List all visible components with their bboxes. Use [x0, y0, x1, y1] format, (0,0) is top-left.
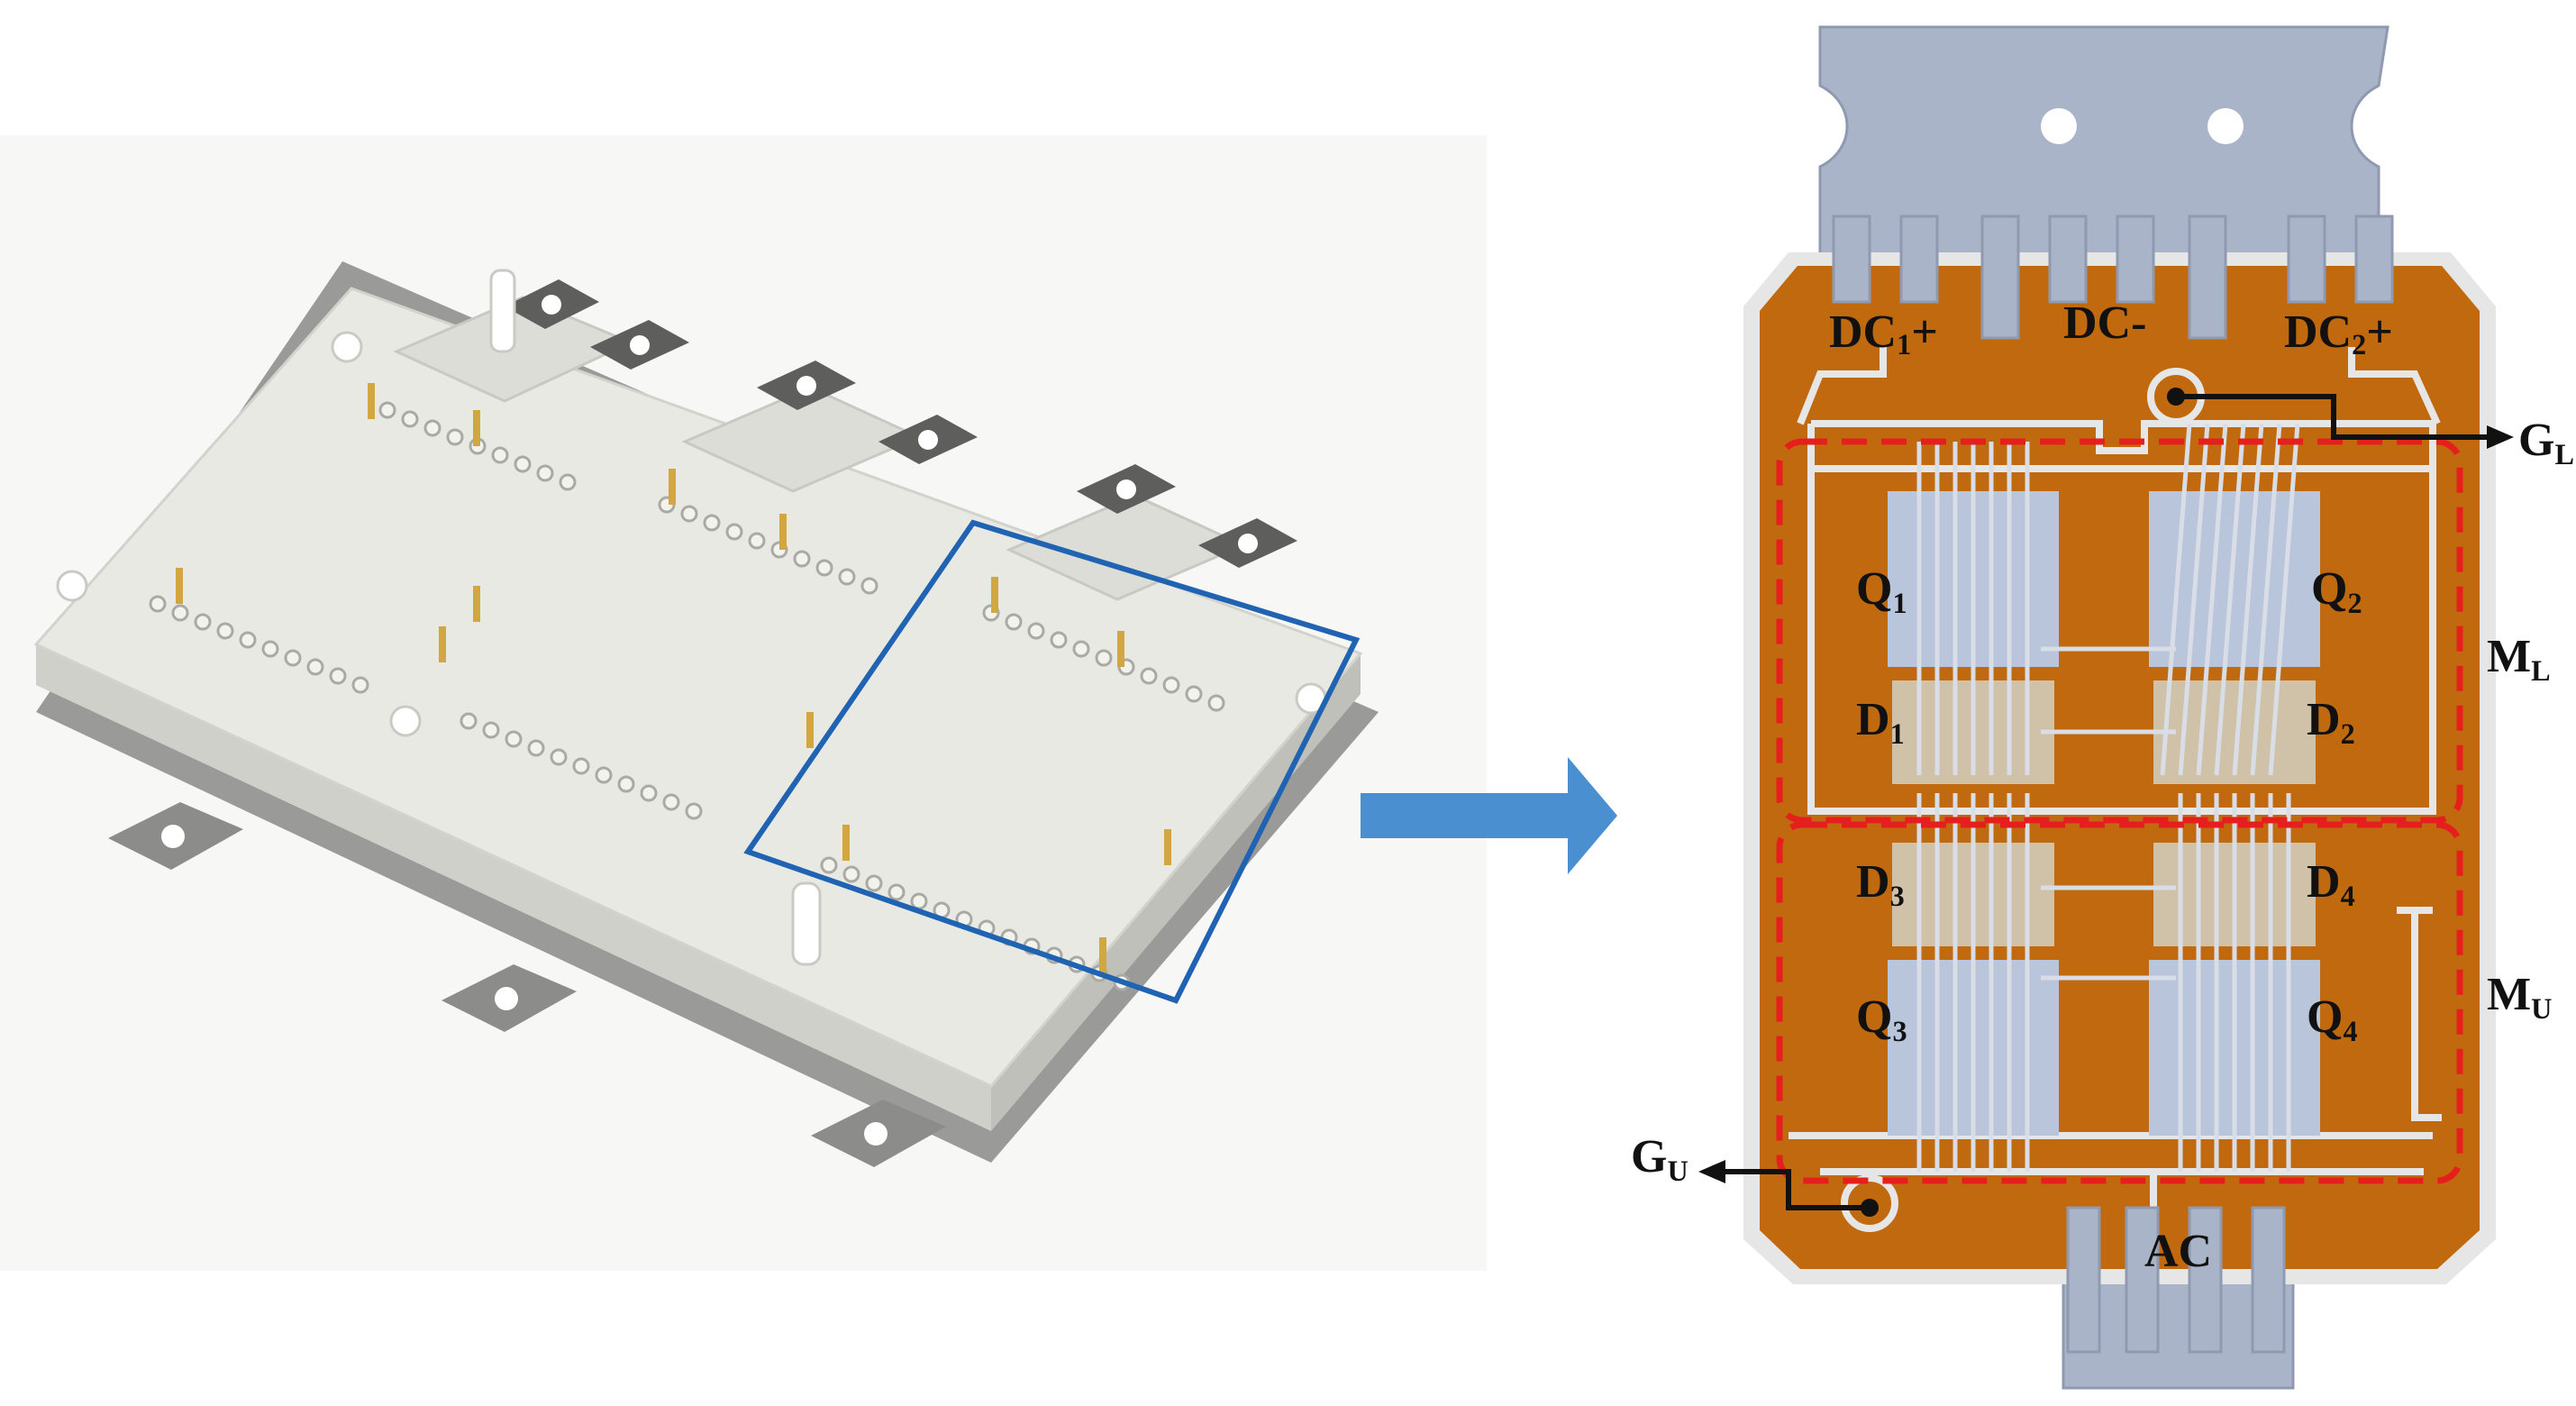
gate-lead-gu: [1725, 1169, 1870, 1210]
label-ml: ML: [2487, 631, 2551, 687]
label-q3: Q3: [1856, 991, 1907, 1047]
gate-lead-gl: [2176, 394, 2487, 440]
mounting-posts: [56, 269, 1327, 966]
gold-pins: [176, 383, 1171, 973]
label-q1: Q1: [1856, 563, 1907, 619]
bottom-terminal-holes: [161, 825, 887, 1146]
module-side-front: [36, 644, 991, 1131]
gate-arrow-gl-icon: [2487, 425, 2514, 449]
label-d4: D4: [2307, 856, 2355, 912]
label-q4: Q4: [2307, 991, 2358, 1047]
label-dc1: DC1+: [1829, 306, 1938, 361]
copper-substrate: [1760, 266, 2480, 1269]
highlighted-submodule-box: [743, 519, 1361, 1004]
label-dc2: DC2+: [2284, 306, 2393, 361]
module-top-face: [33, 287, 1363, 1088]
gate-node-gu: [1861, 1199, 1879, 1217]
dc-terminal-hole-right: [2207, 108, 2244, 144]
top-terminal-holes: [542, 295, 1258, 553]
dc-terminal-fingers: [1832, 215, 2394, 340]
label-gu: GU: [1631, 1131, 1689, 1187]
gate-node-gl: [2167, 388, 2185, 406]
power-module-3d-render: [0, 135, 1487, 1271]
right-arrow-icon: [1361, 757, 1617, 874]
bond-wires: [1916, 423, 2300, 1172]
label-ac: AC: [2144, 1226, 2212, 1277]
upper-switch-group-outline-mu: [1776, 821, 2463, 1184]
label-gl: GL: [2518, 415, 2574, 470]
label-d2: D2: [2307, 694, 2355, 750]
substrate-layout: DC1+ DC- DC2+ GL ML MU GU AC Q1 Q2 D1 D2…: [1631, 25, 2574, 1390]
ac-terminal-fingers: [2066, 1206, 2286, 1354]
label-q2: Q2: [2311, 563, 2362, 619]
label-d3: D3: [1856, 856, 1905, 912]
label-mu: MU: [2487, 969, 2552, 1025]
signal-pin-rows: [149, 401, 1225, 991]
label-d1: D1: [1856, 694, 1905, 750]
label-dc-minus: DC-: [2063, 297, 2146, 349]
module-side-right: [991, 653, 1361, 1131]
gate-pad-upper: [1841, 1174, 1898, 1232]
dc-terminal-hole-left: [2041, 108, 2077, 144]
lower-switch-group-outline-ml: [1776, 438, 2463, 824]
gate-arrow-gu-icon: [1698, 1160, 1725, 1183]
